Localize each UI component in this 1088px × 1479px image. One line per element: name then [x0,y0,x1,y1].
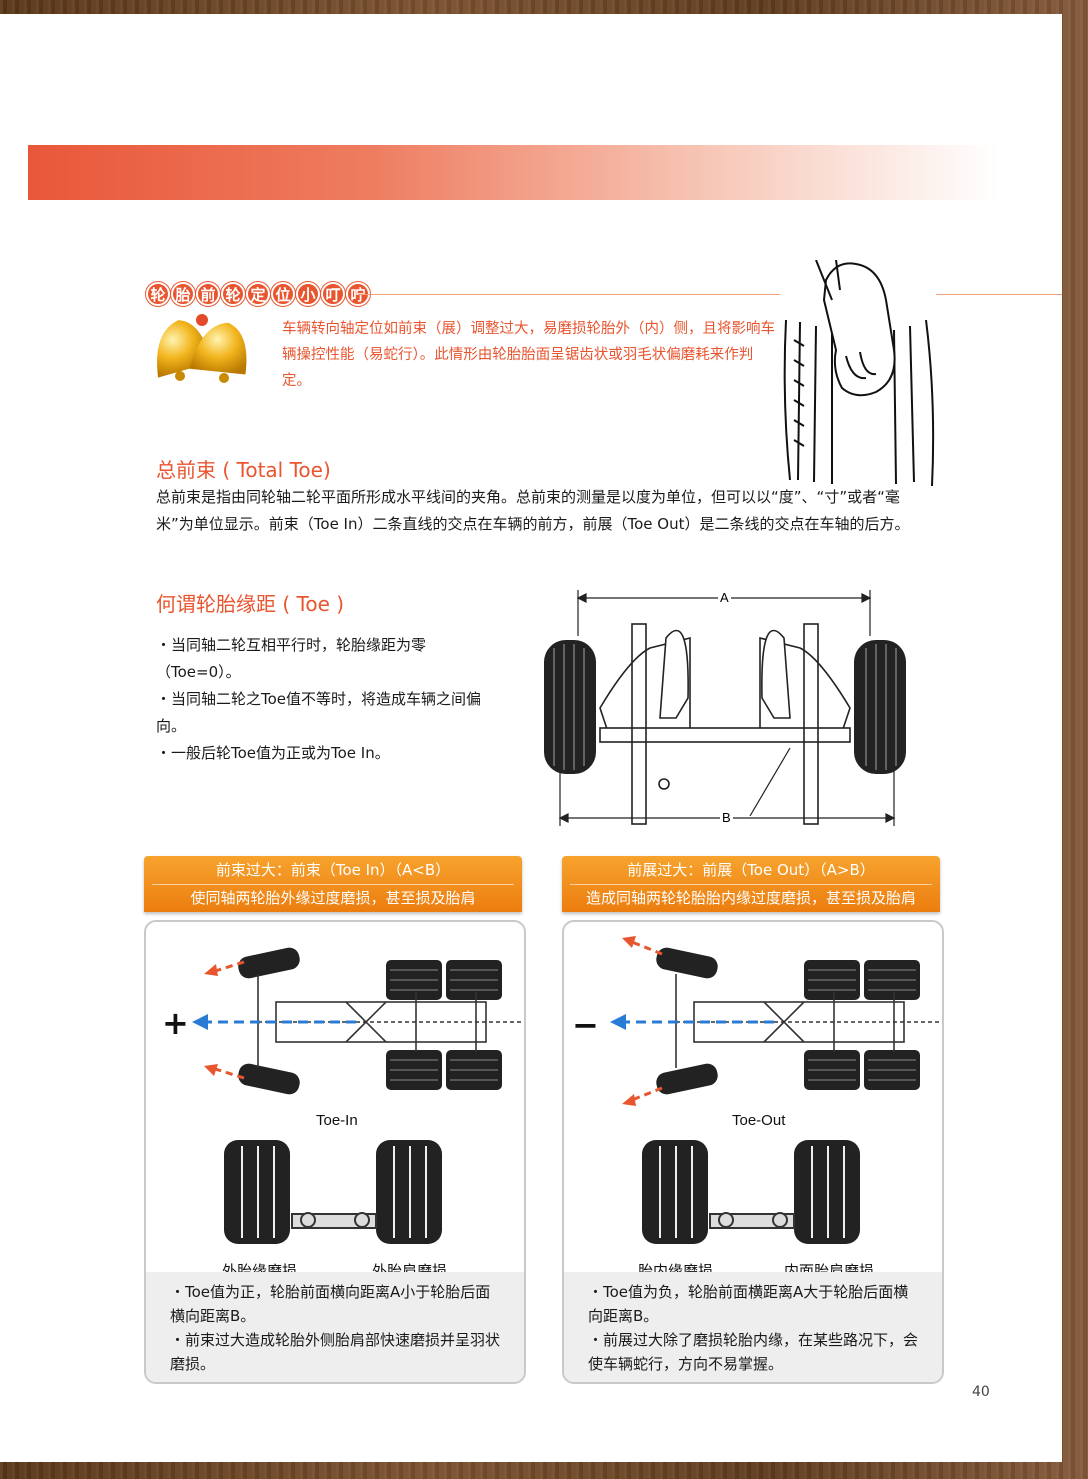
dimension-label-a: A [718,590,731,605]
toe-out-header: 前展过大：前展（Toe Out）（A>B） 造成同轴两轮轮胎胎内缘过度磨损，甚至… [562,856,940,912]
toe-in-diagram [192,947,524,1244]
divider [936,294,1062,295]
toe-out-caption: Toe-Out [732,1112,786,1129]
tip-title-char: 前 [196,282,220,306]
tip-text: 车辆转向轴定位如前束（展）调整过大，易磨损轮胎外（内）侧，且将影响车辆操控性能（… [282,321,775,389]
tip-title-char: 位 [271,282,295,306]
tip-title-char: 胎 [171,282,195,306]
list-item: ・前展过大除了磨损轮胎内缘，在某些路况下，会使车辆蛇行，方向不易掌握。 [588,1331,919,1373]
toe-in-panel: + Toe-In 外胎缘磨损 外胎肩磨损 ・Toe值为正，轮胎前面横向距离A小于… [144,920,526,1384]
toe-sign: + [162,1004,189,1042]
tip-title-char: 轮 [146,282,170,306]
toe-in-header: 前束过大：前束（Toe In）（A<B） 使同轴两轮胎外缘过度磨损，甚至损及胎肩 [144,856,522,912]
tip-title-char: 叮 [321,282,345,306]
toe-in-caption: Toe-In [316,1112,358,1129]
toe-in-title: 前束过大：前束（Toe In）（A<B） [152,856,514,885]
list-item: ・当同轴二轮之Toe值不等时，将造成车辆之间偏向。 [156,690,482,735]
bells-icon [157,314,247,383]
tip-title: 轮 胎 前 轮 定 位 小 叮 咛 [146,282,370,308]
total-toe-heading: 总前束 ( Total Toe) [156,458,331,482]
axle-diagram [544,590,906,826]
list-item: ・Toe值为负，轮胎前面横距离A大于轮胎后面横向距离B。 [588,1283,909,1325]
toe-out-panel: − Toe-Out 胎内缘磨损 内面胎肩磨损 ・Toe值为负，轮胎前面横距离A大… [562,920,944,1384]
toe-bullets: ・当同轴二轮互相平行时，轮胎缘距为零（Toe=0）。 ・当同轴二轮之Toe值不等… [156,632,486,767]
tire-hand-illustration [783,260,935,487]
toe-out-diagram [610,936,942,1244]
toe-out-notes: ・Toe值为负，轮胎前面横距离A大于轮胎后面横向距离B。 ・前展过大除了磨损轮胎… [564,1272,942,1382]
list-item: ・一般后轮Toe值为正或为Toe In。 [156,744,390,762]
toe-out-title: 前展过大：前展（Toe Out）（A>B） [570,856,932,885]
toe-in-subtitle: 使同轴两轮胎外缘过度磨损，甚至损及胎肩 [190,889,476,907]
dimension-label-b: B [720,810,733,825]
list-item: ・Toe值为正，轮胎前面横向距离A小于轮胎后面横向距离B。 [170,1283,491,1325]
page-number: 40 [972,1384,990,1400]
toe-in-notes: ・Toe值为正，轮胎前面横向距离A小于轮胎后面横向距离B。 ・前束过大造成轮胎外… [146,1272,524,1382]
tip-title-char: 轮 [221,282,245,306]
tip-title-char: 定 [246,282,270,306]
toe-sign: − [572,1006,599,1044]
divider [358,294,780,295]
toe-out-subtitle: 造成同轴两轮轮胎胎内缘过度磨损，甚至损及胎肩 [585,889,916,907]
document-page: 轮 胎 前 轮 定 位 小 叮 咛 车辆转向轴定位如前束（展）调整过大，易磨损轮… [0,14,1062,1462]
header-banner [28,145,998,200]
toe-heading: 何谓轮胎缘距 ( Toe ) [156,592,345,616]
list-item: ・当同轴二轮互相平行时，轮胎缘距为零（Toe=0）。 [156,636,427,681]
total-toe-text: 总前束是指由同轮轴二轮平面所形成水平线间的夹角。总前束的测量是以度为单位，但可以… [156,488,910,533]
tip-title-char: 小 [296,282,320,306]
list-item: ・前束过大造成轮胎外侧胎肩部快速磨损并呈羽状磨损。 [170,1331,501,1373]
